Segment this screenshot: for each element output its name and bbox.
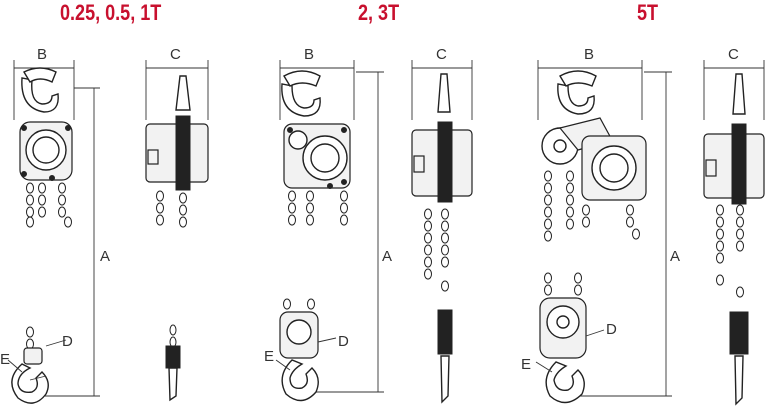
dimension-d-label: D — [62, 333, 73, 350]
dimension-c-label: C — [436, 46, 447, 63]
hoist-medium-side-view: C — [411, 46, 473, 404]
dimension-e-label: E — [0, 351, 10, 368]
title-0-25-0-5-1t: 0.25, 0.5, 1T — [60, 0, 162, 25]
dimension-d-label: D — [606, 321, 617, 338]
dimension-b-label: B — [37, 46, 47, 63]
hoist-large-side-view: C — [703, 46, 765, 406]
dimension-c-label: C — [728, 46, 739, 63]
chain-left — [26, 182, 72, 228]
hoist-small-front-view: B A — [0, 46, 110, 404]
dimension-b-label: B — [304, 46, 314, 63]
dimension-e-label: E — [521, 356, 531, 373]
dimension-c-label: C — [170, 46, 181, 63]
hoist-large-front-view: B A — [521, 46, 680, 404]
top-hook — [21, 77, 59, 113]
dimension-a-label: A — [100, 248, 110, 265]
dimension-b-label: B — [584, 46, 594, 63]
dimension-a-label: A — [670, 248, 680, 265]
title-5t: 5T — [637, 0, 659, 25]
dimension-e-label: E — [264, 348, 274, 365]
bottom-hook-block: D E — [0, 326, 73, 404]
hoist-medium-front-view: B A D E — [264, 46, 392, 402]
dimension-a-label: A — [382, 248, 392, 265]
title-2-3t: 2, 3T — [358, 0, 400, 25]
dimension-d-label: D — [338, 333, 349, 350]
hoist-small-side-view: C — [145, 46, 209, 402]
